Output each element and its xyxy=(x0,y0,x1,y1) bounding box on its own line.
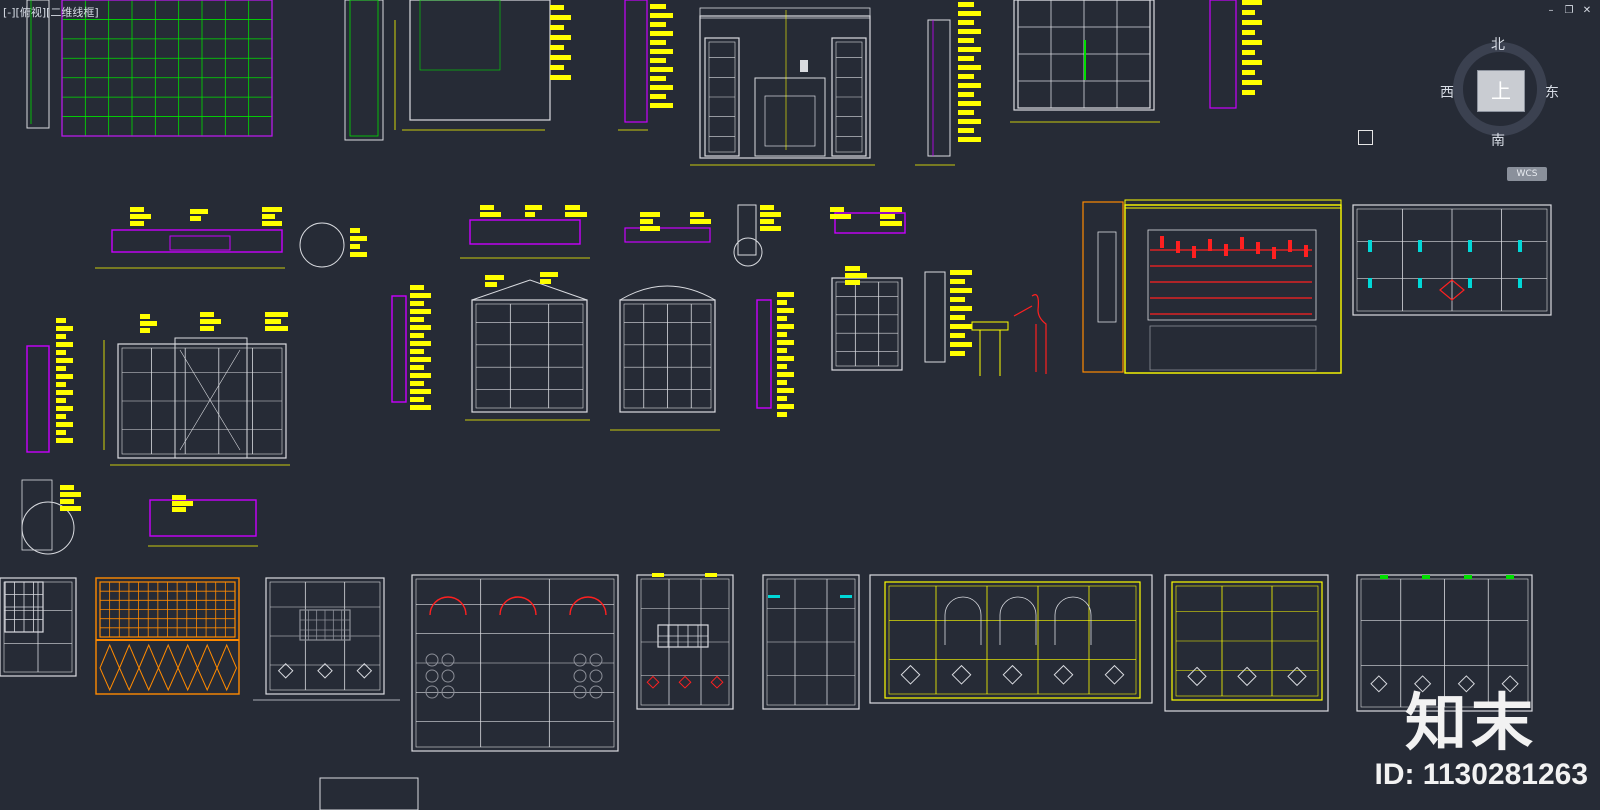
compass-east[interactable]: 东 xyxy=(1545,85,1559,101)
viewcube[interactable]: 上 北 南 西 东 xyxy=(1440,30,1580,160)
crosshair-cursor-icon xyxy=(1358,130,1373,145)
compass-west[interactable]: 西 xyxy=(1440,85,1454,101)
watermark-logo: 知末 xyxy=(1405,686,1538,759)
restore-icon[interactable]: ❐ xyxy=(1564,5,1574,16)
close-icon[interactable]: ✕ xyxy=(1582,5,1592,16)
cad-drawings xyxy=(0,0,1552,810)
wcs-menu-button[interactable]: WCS xyxy=(1507,167,1547,181)
compass-south[interactable]: 南 xyxy=(1491,133,1505,149)
watermark-id: ID: 1130281263 xyxy=(1374,758,1588,791)
viewcube-top-face[interactable]: 上 xyxy=(1477,70,1525,112)
compass-north[interactable]: 北 xyxy=(1491,37,1505,53)
window-controls: – ❐ ✕ xyxy=(1546,6,1592,16)
viewport-label[interactable]: [-][俯视][二维线框] xyxy=(3,6,99,19)
viewcube-compass-ring[interactable] xyxy=(1453,42,1547,136)
dimension-tags xyxy=(56,0,1262,512)
minimize-icon[interactable]: – xyxy=(1548,5,1554,16)
